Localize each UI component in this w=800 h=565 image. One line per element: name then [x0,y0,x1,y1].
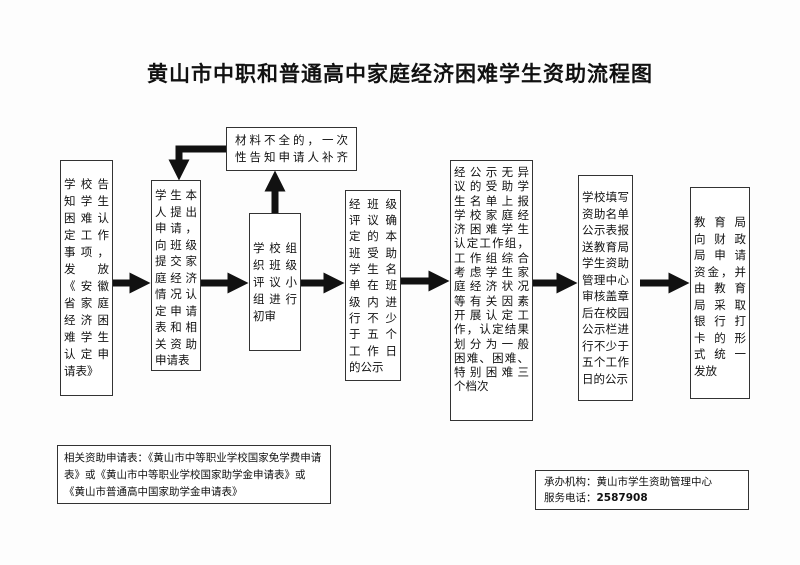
step-text-line: 考虑学生家 [454,265,529,280]
step-text-line: 定申请 [155,303,197,318]
step-text-line: 局 申 请 [694,248,746,262]
feedback-box: 材料不全的，一次 性告知申请人补齐 [226,127,357,171]
step-text-line: 个档次 [454,379,489,394]
forms-note: 相关资助申请表：《黄山市中等职业学校国家免学费申请表》或《黄山市中等职业学校国家… [57,445,331,504]
step-text-line: 织班级 [253,257,297,272]
arrow-feedback-2 [168,145,226,181]
step-text-line: 公示栏进 [582,322,629,336]
step-text-line: 难学生 [64,330,109,344]
step-text-line: 管理中心 [582,272,629,287]
step-text-line: 评议小 [253,274,297,289]
step-text-line: 开展认定工 [454,307,529,322]
step-text-line: 定的本 [349,229,397,244]
phone-label: 服务电话： [544,492,597,504]
step-text-line: 发 放 [64,262,109,276]
step-text-line: 困难、困难、 [454,350,529,365]
step-text-line: 初审 [253,308,276,323]
phone-number: 2587908 [596,492,648,504]
step-text-line: 日的公示 [582,371,628,386]
step-text-line: 发放 [694,363,717,378]
step-text-line: 济困难学生 [454,222,529,237]
step-text-line: 行不少 [349,310,397,325]
step-text-line: 的公示 [349,359,384,374]
step-text-line: 工作日 [349,343,397,358]
feedback-line: 材料不全的，一次 [235,133,348,147]
step-text-line: 等有关因素 [454,293,529,308]
step-text-line: 申请表 [155,353,190,367]
step-text-line: 学生本 [155,188,197,202]
org-name: 黄山市学生资助管理中心 [596,476,713,488]
step-text-line: 向班级 [155,237,197,252]
step-5-box: 经公示无异议的受助学生名单上报学校家庭经济困难学生认定工作组，工作组综合考虑学生… [450,160,533,421]
step-text-line: 班受助 [349,245,397,260]
step-text-line: 学生名 [349,262,397,277]
step-text-line: 庭经济状况 [454,279,529,294]
step-text-line: 划分为一般 [454,336,529,351]
step-7-box: 教 育 局向 财 政局 申 请资金，并由 教 育局 采 取银 行 打卡 的 形式… [690,187,750,399]
step-text-line: 表和相 [155,320,197,334]
step-text-line: 学校家庭经 [454,207,529,222]
step-text-line: 银 行 打 [694,314,746,328]
step-text-line: 单在班 [349,278,397,293]
step-text-line: 学校填写 [582,190,629,204]
step-text-line: 生名单上报 [454,193,529,208]
step-text-line: 资助名单 [582,206,629,221]
step-text-line: 级内进 [349,294,397,309]
step-text-line: 提交家 [155,254,197,268]
org-label: 承办机构： [544,476,597,488]
step-text-line: 经济困 [64,313,109,327]
step-text-line: 经班级 [349,196,397,211]
step-text-line: 经公示无异 [454,165,529,179]
step-text-line: 资金，并 [694,264,746,279]
step-text-line: 局 采 取 [694,297,746,312]
step-text-line: 情况认 [155,287,197,301]
step-text-line: 申请， [155,221,197,235]
step-text-line: 请表》 [64,364,99,378]
step-text-line: 式 统 一 [694,347,746,361]
step-text-line: 由 教 育 [694,281,746,295]
page-title: 黄山市中职和普通高中家庭经济困难学生资助流程图 [147,62,653,86]
step-1-box: 学校告知学生困难认定工作事项， 发 放《安徽省家庭经济困难学生认定申请表》 [60,160,113,396]
step-text-line: 学校告 [64,177,109,191]
step-text-line: 知学生 [64,194,109,208]
step-2-box: 学生本人提出申请， 向班级提交家庭经济情况认定申请表和相关资助申请表 [151,180,201,371]
step-text-line: 向 财 政 [694,231,746,246]
step-text-line: 困难认 [64,211,109,225]
step-text-line: 认定申 [64,347,109,361]
step-text-line: 定工作 [64,228,109,242]
step-text-line: 省家庭 [64,296,109,310]
feedback-line: 性告知申请人补齐 [235,150,348,164]
step-text-line: 公示表报 [582,223,629,237]
step-text-line: 审核盖章 [582,289,629,303]
step-text-line: 《安徽 [64,279,109,293]
contact-note: 承办机构：黄山市学生资助管理中心 服务电话：2587908 [535,470,749,510]
step-text-line: 行不少于 [582,338,629,353]
step-text-line: 卡 的 形 [694,330,746,345]
step-text-line: 组进行 [253,291,297,306]
step-text-line: 送教育局 [582,239,629,254]
step-text-line: 关资助 [155,336,197,351]
step-text-line: 人提出 [155,204,197,219]
step-text-line: 学生资助 [582,256,629,270]
step-text-line: 特别困难三 [454,365,529,380]
step-4-box: 经班级评议确定的本班受助学生名单在班级内进行不少于五个工作日的公示 [345,190,401,381]
step-text-line: 评议确 [349,213,397,228]
step-text-line: 学校组 [253,240,297,255]
step-6-box: 学校填写资助名单公示表报送教育局学生资助管理中心审核盖章后在校园公示栏进行不少于… [578,175,633,401]
forms-text: 相关资助申请表：《黄山市中等职业学校国家免学费申请表》或《黄山市中等职业学校国家… [64,452,322,498]
step-text-line: 作，认定结果 [454,322,529,337]
step-text-line: 于五个 [349,327,397,342]
step-text-line: 工作组综合 [454,250,529,265]
step-text-line: 教 育 局 [694,215,746,229]
phone-row: 服务电话：2587908 [544,490,740,506]
step-text-line: 议的受助学 [454,179,529,194]
step-text-line: 庭经济 [155,270,197,285]
step-text-line: 事项， [64,245,109,259]
step-text-line: 后在校园 [582,305,629,320]
org-row: 承办机构：黄山市学生资助管理中心 [544,474,740,490]
step-text-line: 认定工作组， [454,236,529,251]
step-3-box: 学校组织班级评议小组进行初审 [249,213,301,351]
step-text-line: 五个工作 [582,355,629,369]
